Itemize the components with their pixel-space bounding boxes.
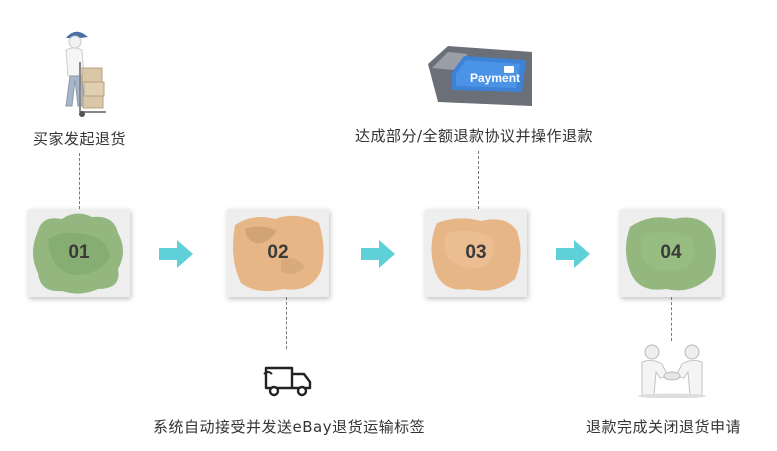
step-box-02: 02 <box>227 209 329 297</box>
handshake-icon <box>632 342 712 399</box>
refund-complete-close-label: 退款完成关闭退货申请 <box>586 418 742 436</box>
step-box-04: 04 <box>620 209 722 297</box>
step-box-01: 01 <box>28 209 130 297</box>
connector-step3-top <box>478 151 479 209</box>
auto-accept-shipping-label: 系统自动接受并发送eBay退货运输标签 <box>153 418 426 436</box>
connector-step2-bottom <box>286 297 287 349</box>
payment-key-icon: Payment <box>428 42 532 106</box>
arrow-right-icon <box>361 240 395 268</box>
arrow-right-icon <box>556 240 590 268</box>
connector-step4-bottom <box>671 297 672 341</box>
step-number-04: 04 <box>660 242 682 263</box>
delivery-person-icon <box>52 28 112 118</box>
truck-icon <box>262 364 314 398</box>
buyer-initiates-return-label: 买家发起退货 <box>33 130 127 148</box>
payment-key-label: Payment <box>470 71 520 85</box>
arrow-right-icon <box>159 240 193 268</box>
step-box-03: 03 <box>425 209 527 297</box>
connector-step1-top <box>79 153 80 209</box>
step-number-01: 01 <box>68 242 90 263</box>
step-number-03: 03 <box>465 242 487 263</box>
partial-full-refund-label: 达成部分/全额退款协议并操作退款 <box>355 127 594 145</box>
step-number-02: 02 <box>267 242 289 263</box>
